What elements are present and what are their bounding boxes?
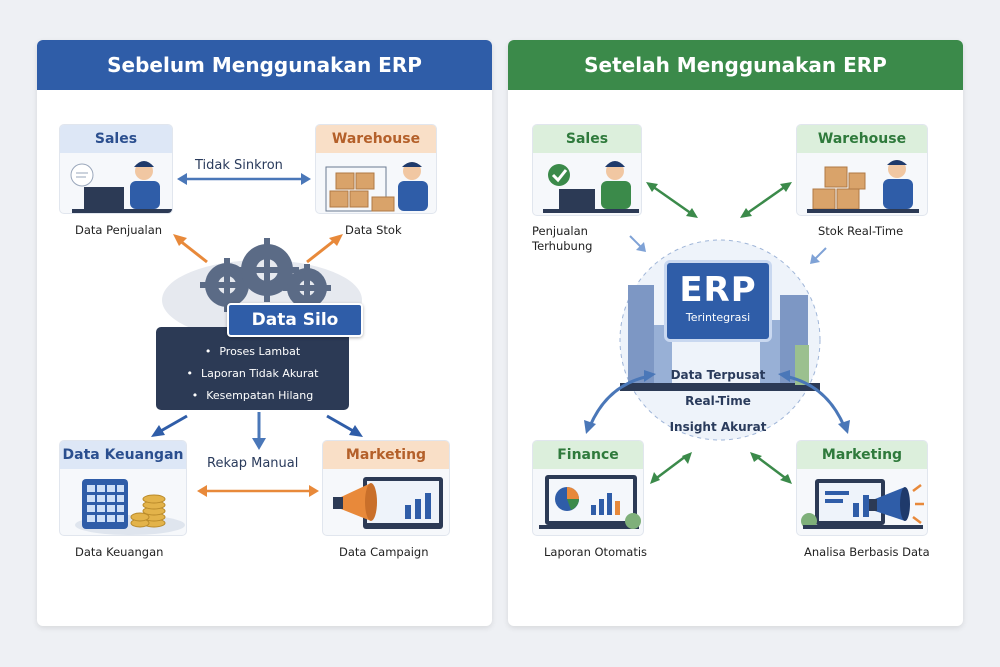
calculator-icon xyxy=(75,479,185,535)
recap-double-arrow xyxy=(197,485,319,497)
warehouse-illustration-after xyxy=(807,160,919,213)
marketing-card-after-title: Marketing xyxy=(797,441,927,469)
box-icon xyxy=(329,172,395,212)
sales-small-arrow xyxy=(629,235,646,252)
silo-item: Proses Lambat xyxy=(156,341,349,363)
sales-after-caption: Penjualan Terhubung xyxy=(532,224,592,254)
erp-benefits: Data Terpusat Real-Time Insight Akurat xyxy=(668,362,768,440)
before-erp-panel: Sebelum Menggunakan ERP Sales xyxy=(37,40,492,626)
after-erp-header: Setelah Menggunakan ERP xyxy=(508,40,963,90)
erp-title: ERP xyxy=(679,270,757,310)
arrow-to-recap xyxy=(252,412,266,450)
silo-item: Kesempatan Hilang xyxy=(156,385,349,407)
warehouse-card: Warehouse xyxy=(315,124,437,214)
megaphone-illustration xyxy=(333,477,443,529)
sync-double-arrow xyxy=(177,173,311,185)
sales-person-illustration xyxy=(70,161,172,213)
sync-label: Tidak Sinkron xyxy=(195,158,283,173)
marketing-caption: Data Campaign xyxy=(339,545,429,559)
sales-erp-arrow xyxy=(646,182,698,218)
warehouse-erp-arrow xyxy=(740,182,792,218)
sales-card-after: Sales xyxy=(532,124,642,216)
finance-card-after: Finance xyxy=(532,440,644,536)
finance-caption: Data Keuangan xyxy=(75,545,164,559)
warehouse-small-arrow xyxy=(810,247,827,264)
sales-card-after-title: Sales xyxy=(533,125,641,153)
sales-caption: Data Penjualan xyxy=(75,223,163,237)
marketing-card: Marketing xyxy=(322,440,450,536)
warehouse-caption: Data Stok xyxy=(345,223,402,237)
pie-chart-icon xyxy=(555,487,579,511)
erp-finance-curve-arrow xyxy=(584,370,656,434)
sales-card: Sales xyxy=(59,124,173,214)
report-illustration xyxy=(539,475,641,529)
sales-after-caption-line2: Terhubung xyxy=(532,239,593,253)
finance-card: Data Keuangan xyxy=(59,440,187,536)
finance-after-caption: Laporan Otomatis xyxy=(544,545,648,559)
city-buildings-illustration xyxy=(628,285,808,385)
erp-box: ERP Terintegrasi xyxy=(664,260,772,342)
finance-erp-arrow xyxy=(650,452,692,484)
sales-after-caption-line1: Penjualan xyxy=(532,224,588,238)
arrow-to-finance xyxy=(151,414,188,437)
megaphone-icon xyxy=(869,487,910,521)
marketing-card-title: Marketing xyxy=(323,441,449,469)
warehouse-illustration xyxy=(325,162,428,212)
erp-benefit-item: Insight Akurat xyxy=(669,420,767,434)
silo-item: Laporan Tidak Akurat xyxy=(156,363,349,385)
erp-benefit-item: Data Terpusat xyxy=(670,368,766,382)
marketing-card-after: Marketing xyxy=(796,440,928,536)
sales-person-illustration-after xyxy=(543,161,639,213)
check-icon xyxy=(548,164,570,186)
marketing-after-caption: Analisa Berbasis Data xyxy=(804,545,930,559)
erp-marketing-curve-arrow xyxy=(778,370,850,434)
data-silo-title: Data Silo xyxy=(227,303,363,337)
analytics-illustration xyxy=(801,479,924,529)
megaphone-icon xyxy=(333,483,377,521)
erp-benefit-item: Real-Time xyxy=(685,394,751,408)
finance-card-after-title: Finance xyxy=(533,441,643,469)
warehouse-card-after-title: Warehouse xyxy=(797,125,927,153)
marketing-erp-arrow xyxy=(750,452,792,484)
warehouse-card-after: Warehouse xyxy=(796,124,928,216)
sales-card-title: Sales xyxy=(60,125,172,153)
gears-illustration xyxy=(162,238,362,340)
data-silo-box: Proses Lambat Laporan Tidak Akurat Kesem… xyxy=(156,327,349,410)
arrow-to-warehouse xyxy=(306,234,343,264)
before-erp-header: Sebelum Menggunakan ERP xyxy=(37,40,492,90)
coins-icon xyxy=(130,494,166,528)
warehouse-after-caption: Stok Real-Time xyxy=(818,224,904,238)
erp-subtitle: Terintegrasi xyxy=(685,311,751,324)
arrow-to-sales xyxy=(173,234,208,264)
finance-card-title: Data Keuangan xyxy=(60,441,186,469)
arrow-to-marketing xyxy=(326,414,363,437)
warehouse-card-title: Warehouse xyxy=(316,125,436,153)
box-icon xyxy=(812,166,866,210)
after-erp-panel: Setelah Menggunakan ERP ERP Terintegrasi… xyxy=(508,40,963,626)
recap-label: Rekap Manual xyxy=(207,456,299,471)
